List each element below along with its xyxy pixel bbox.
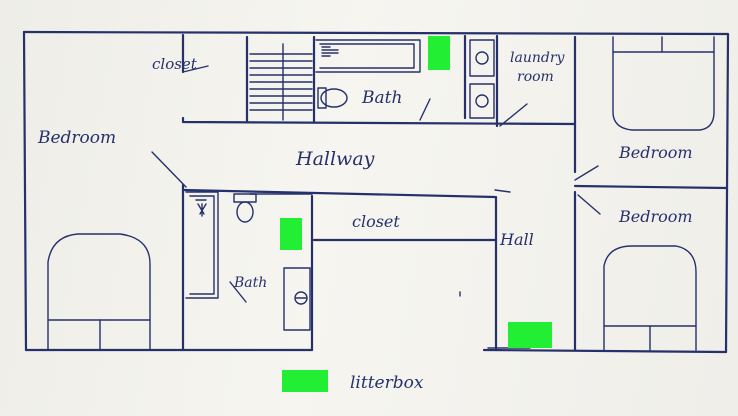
label-closet-middle: closet xyxy=(352,212,400,231)
label-bath-bottom: Bath xyxy=(233,275,267,291)
outer-walls xyxy=(22,30,730,354)
toilet xyxy=(320,88,348,108)
laundry-appliances xyxy=(469,39,495,119)
middle-walls xyxy=(151,151,531,352)
label-laundry-line1: laundry xyxy=(510,50,566,66)
litterbox-marker-top xyxy=(428,36,450,70)
dryer xyxy=(469,83,495,119)
litterbox-marker-hall xyxy=(508,322,552,348)
bathtub-lower xyxy=(185,191,219,299)
stairs xyxy=(249,43,313,121)
shower-icon xyxy=(321,46,339,57)
bed-top-right xyxy=(612,36,715,131)
right-bedroom-walls xyxy=(573,122,728,352)
top-room-walls xyxy=(181,33,577,128)
legend-swatch xyxy=(282,370,328,392)
litterbox-markers xyxy=(280,36,552,392)
toilet-lower xyxy=(236,201,254,223)
label-closet-top: closet xyxy=(152,55,198,73)
washer xyxy=(469,39,495,77)
label-bedroom-right-top: Bedroom xyxy=(618,143,693,162)
legend-label: litterbox xyxy=(350,373,424,393)
litterbox-marker-bath xyxy=(280,218,302,250)
lower-bath-fixtures xyxy=(185,191,311,331)
label-bedroom-right-bottom: Bedroom xyxy=(618,207,693,226)
label-bath-top: Bath xyxy=(361,88,402,108)
label-hallway: Hallway xyxy=(295,148,375,170)
shower-head-icon xyxy=(195,199,207,217)
label-bedroom-left: Bedroom xyxy=(37,128,116,148)
vanity xyxy=(283,267,311,331)
label-hall: Hall xyxy=(499,230,534,249)
bathtub xyxy=(315,39,421,73)
top-bath-fixtures xyxy=(315,39,421,109)
label-laundry-line2: room xyxy=(517,69,554,85)
bed-left xyxy=(47,233,151,351)
bed-bottom-right xyxy=(603,245,697,351)
